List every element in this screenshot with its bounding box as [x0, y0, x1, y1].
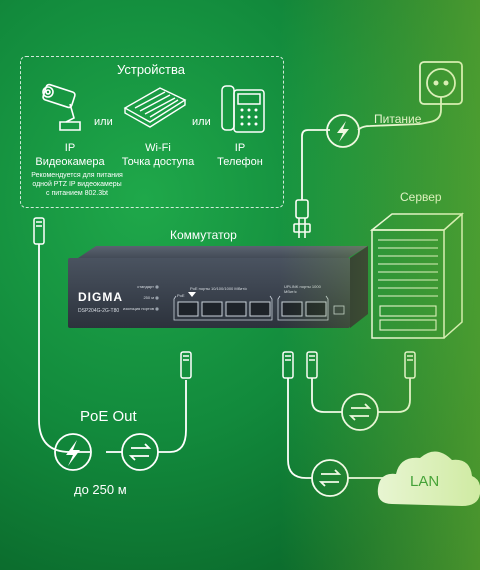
- camera-caption-line2: Видеокамера: [35, 156, 105, 168]
- distance-label: до 250 м: [74, 482, 127, 497]
- ap-caption-line2: Точка доступа: [121, 156, 195, 168]
- switch-title: Коммутатор: [170, 228, 237, 242]
- poe-out-label: PoE Out: [80, 408, 137, 425]
- power-cable-down: [301, 129, 330, 200]
- switch-poe-tag: PoE: [177, 293, 185, 298]
- switch-poe-ports-label: PoE порты 10/100/1000 Мбит/с: [190, 286, 248, 291]
- switch-model: DSP204G-2G-T80: [78, 308, 120, 314]
- switch-device: [68, 246, 368, 328]
- ip-camera-icon: [42, 83, 81, 131]
- poe-cable-right: [158, 380, 187, 453]
- rj45-plug-server: [404, 351, 416, 379]
- ap-caption-line1: Wi-Fi: [145, 142, 171, 154]
- devices-title: Устройства: [116, 62, 185, 77]
- or-label: или: [94, 116, 113, 128]
- phone-caption-line1: IP: [234, 142, 246, 154]
- wifi-access-point-icon: [123, 87, 187, 128]
- lan-cable: [287, 378, 312, 479]
- switch-uplink-label: UPLINK порты 1000 Мбит/с: [284, 284, 321, 294]
- poe-data-icon: [121, 433, 159, 471]
- camera-note-line3: с питанием 802.3bt: [46, 190, 108, 197]
- server-label: Сервер: [400, 190, 442, 204]
- lan-label: LAN: [410, 473, 440, 490]
- rj45-plug-switch-poe: [180, 351, 192, 379]
- power-plug-icon: [293, 199, 311, 238]
- devices-box: [20, 56, 284, 208]
- phone-caption-line2: Телефон: [217, 156, 263, 168]
- camera-note-line2: одной PTZ IP видеокамеры: [32, 181, 122, 188]
- ip-phone-icon: [221, 85, 265, 133]
- switch-led-label: стандарт: [137, 284, 154, 289]
- camera-caption-line1: IP: [64, 142, 76, 154]
- server-data-icon: [341, 393, 379, 431]
- power-bolt-icon: [326, 114, 360, 148]
- server-cable-right: [378, 378, 411, 413]
- rj45-plug-uplink-1: [282, 351, 294, 379]
- rj45-plug-left-top: [33, 217, 45, 245]
- switch-led-label: 250 м: [143, 295, 154, 300]
- power-label: Питание: [374, 112, 422, 126]
- switch-brand: DIGMA: [78, 290, 123, 304]
- camera-note-line1: Рекомендуется для питания: [31, 172, 123, 179]
- server-rack-icon: [369, 212, 464, 339]
- switch-led-label: изоляция портов: [122, 306, 154, 311]
- poe-bolt-icon: [54, 433, 92, 471]
- rj45-plug-uplink-2: [306, 351, 318, 379]
- lan-cloud-icon: [377, 451, 480, 506]
- server-cable: [311, 378, 342, 413]
- power-socket-icon: [419, 61, 463, 125]
- lan-data-icon: [311, 459, 349, 497]
- or-label: или: [192, 116, 211, 128]
